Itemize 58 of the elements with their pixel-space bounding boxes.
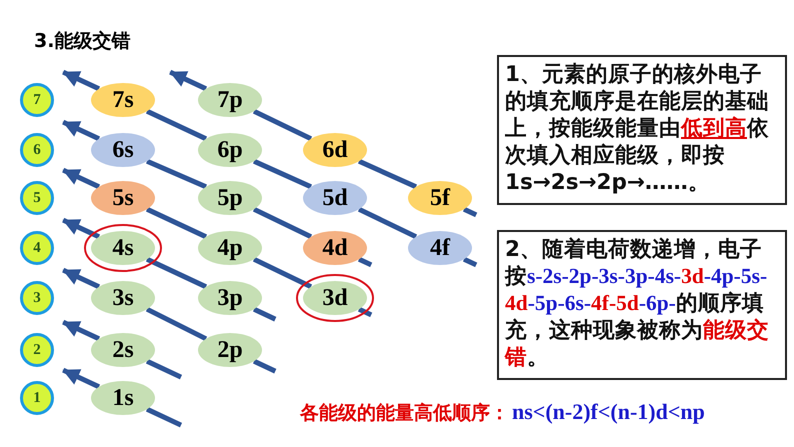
level-number-circle: 2 (20, 333, 54, 367)
arrow (62, 168, 100, 190)
orbital-ellipse: 3p (198, 281, 262, 315)
connector-line (252, 358, 276, 374)
orbital-ellipse: 3s (91, 281, 155, 315)
orbital-ellipse: 7s (91, 83, 155, 117)
arrow (62, 268, 100, 290)
orbital-ellipse: 1s (91, 381, 155, 415)
connector-line (358, 256, 372, 268)
connector-line (252, 108, 312, 142)
connector-line (358, 158, 418, 190)
connector-line (358, 306, 372, 318)
arrow (62, 218, 100, 240)
connector-line (146, 158, 207, 190)
level-number-circle: 7 (20, 83, 54, 117)
connector-line (462, 256, 478, 268)
connector-line (358, 206, 418, 240)
level-number-circle: 6 (20, 133, 54, 167)
connector-line (146, 108, 208, 142)
orbital-ellipse: 6d (303, 133, 367, 167)
level-number-circle: 4 (20, 231, 54, 265)
connector-line (146, 206, 208, 240)
orbital-ellipse: 3d (303, 281, 367, 315)
orbital-ellipse: 4f (408, 231, 472, 265)
orbital-ellipse: 7p (198, 83, 262, 117)
level-number-circle: 1 (20, 381, 54, 415)
connector-line (252, 256, 312, 290)
orbital-ellipse: 5p (198, 181, 262, 215)
note-text: 各能级的能量高低顺序： (300, 401, 509, 426)
arrow (169, 70, 208, 92)
text-box: 2、随着电荷数递增，电子按s-2s-2p-3s-3p-4s-3d-4p-5s- 4d-5p-6s-4f-5d-6p-的顺序填充，这种现象被称为能级交错。 (497, 230, 787, 380)
connector-line (462, 206, 478, 218)
connector-line (146, 358, 182, 380)
orbital-ellipse: 4p (198, 231, 262, 265)
connector-line (252, 158, 312, 190)
orbital-ellipse: 2s (91, 333, 155, 367)
connector-line (146, 256, 208, 290)
orbital-ellipse: 5d (303, 181, 367, 215)
connector-line (252, 306, 276, 322)
text-box: 1、元素的原子的核外电子的填充顺序是在能层的基础上，按能级能量由低到高依次填入相应能级，即按1s→2s→2p→……。 (497, 55, 787, 205)
arrow (62, 70, 100, 92)
arrow (62, 320, 100, 342)
level-number-circle: 3 (20, 281, 54, 315)
orbital-ellipse: 6s (91, 133, 155, 167)
orbital-ellipse: 6p (198, 133, 262, 167)
orbital-ellipse: 5f (408, 181, 472, 215)
orbital-ellipse: 2p (198, 333, 262, 367)
orbital-ellipse: 4s (91, 231, 155, 265)
orbital-ellipse: 5s (91, 181, 155, 215)
title: 3.能级交错 (34, 29, 130, 54)
connector-line (146, 406, 182, 428)
arrow (62, 120, 100, 142)
connector-line (146, 306, 208, 342)
level-number-circle: 5 (20, 181, 54, 215)
arrow (62, 368, 100, 390)
connector-line (252, 206, 312, 240)
orbital-ellipse: 4d (303, 231, 367, 265)
formula-text: ns<(n-2)f<(n-1)d<np (512, 399, 705, 425)
